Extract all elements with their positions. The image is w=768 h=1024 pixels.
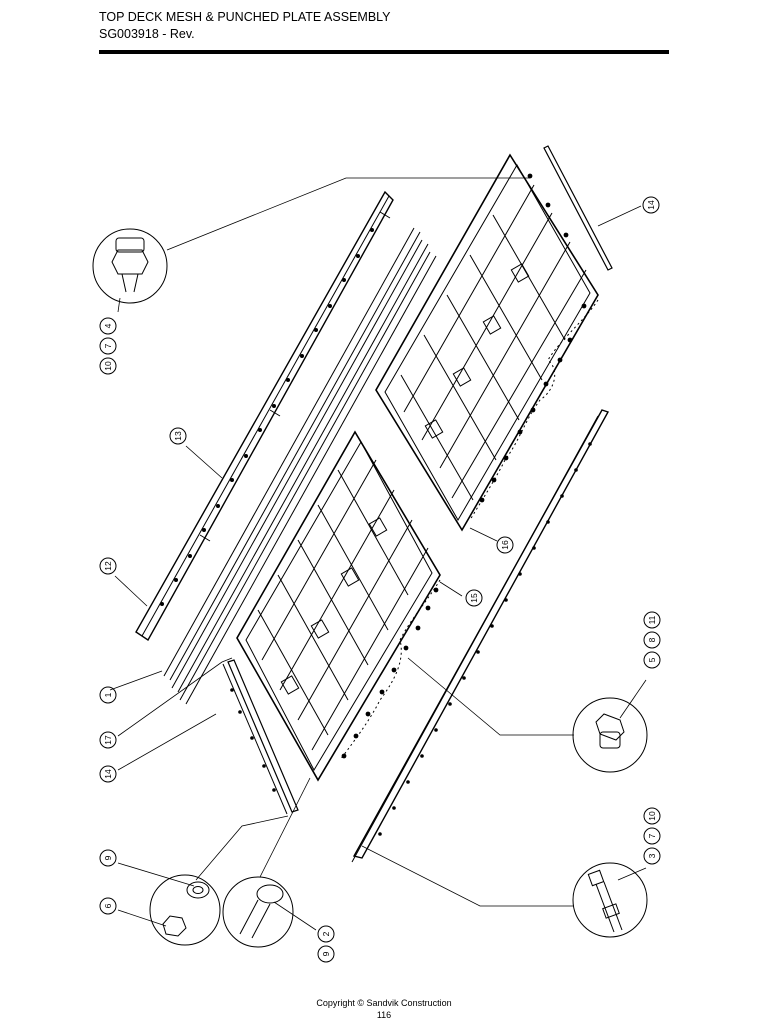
callout-label: 10 [647, 811, 657, 821]
callout-label: 13 [173, 431, 183, 441]
detail-bolt-long [572, 862, 648, 938]
callout-1: 1 [99, 686, 117, 704]
callout-label: 17 [103, 735, 113, 745]
panel-bolts-lower [341, 587, 439, 759]
callout-14-right: 14 [642, 196, 660, 214]
callout-label: 16 [500, 540, 510, 550]
callout-13: 13 [169, 427, 187, 445]
rubber-strips [163, 227, 437, 705]
callout-14-left: 14 [99, 765, 117, 783]
punched-plate-panel-upper [375, 153, 599, 532]
callout-label: 2 [321, 931, 331, 936]
callout-label: 3 [647, 853, 657, 858]
callout-label: 4 [103, 323, 113, 328]
rail-bolts-lower-short [230, 688, 276, 792]
header-rule [99, 50, 669, 54]
callout-3-7-10: 3 7 10 [643, 807, 661, 865]
callout-label: 6 [103, 903, 113, 908]
rail-bolts-top [160, 228, 374, 606]
callout-12: 12 [99, 557, 117, 575]
callout-label: 9 [321, 951, 331, 956]
callout-label: 9 [103, 855, 113, 860]
callout-15: 15 [465, 589, 483, 607]
callout-label: 14 [646, 200, 656, 210]
side-rail-short-lower [222, 659, 299, 815]
callout-label: 7 [647, 833, 657, 838]
panel-bolts-upper [479, 173, 587, 503]
clamp-rail-top [135, 190, 394, 642]
callout-label: 10 [103, 361, 113, 371]
footer-copyright: Copyright © Sandvik Construction [316, 998, 452, 1008]
page-number: 116 [376, 1010, 392, 1020]
callout-label: 11 [647, 615, 657, 624]
callout-label: 7 [103, 343, 113, 348]
page-title: TOP DECK MESH & PUNCHED PLATE ASSEMBLY [99, 10, 391, 24]
detail-bolt-top [92, 228, 168, 304]
callout-5-8-11: 5 8 11 [643, 611, 661, 669]
callout-label: 5 [647, 657, 657, 662]
callout-label: 8 [647, 637, 657, 642]
callout-17: 17 [99, 731, 117, 749]
callout-16: 16 [496, 536, 514, 554]
leader-lines [109, 177, 647, 931]
mesh-panel-lower [236, 430, 441, 782]
callout-label: 15 [469, 593, 479, 603]
callout-9: 9 [99, 849, 117, 867]
detail-bolt-right [572, 697, 648, 773]
side-rail-long [351, 409, 610, 863]
callout-9-2: 9 2 [317, 925, 335, 963]
side-rail-short-top [543, 145, 613, 271]
document-number: SG003918 - Rev. [99, 27, 195, 41]
callout-label: 12 [103, 561, 113, 571]
detail-washer-nut [149, 874, 221, 946]
callout-label: 14 [103, 769, 113, 779]
detail-carriage-bolt [222, 876, 294, 948]
rail-bolts-long [378, 442, 592, 836]
callout-label: 1 [103, 692, 113, 697]
callout-10-7-4: 10 7 4 [99, 317, 117, 375]
callout-6: 6 [99, 897, 117, 915]
